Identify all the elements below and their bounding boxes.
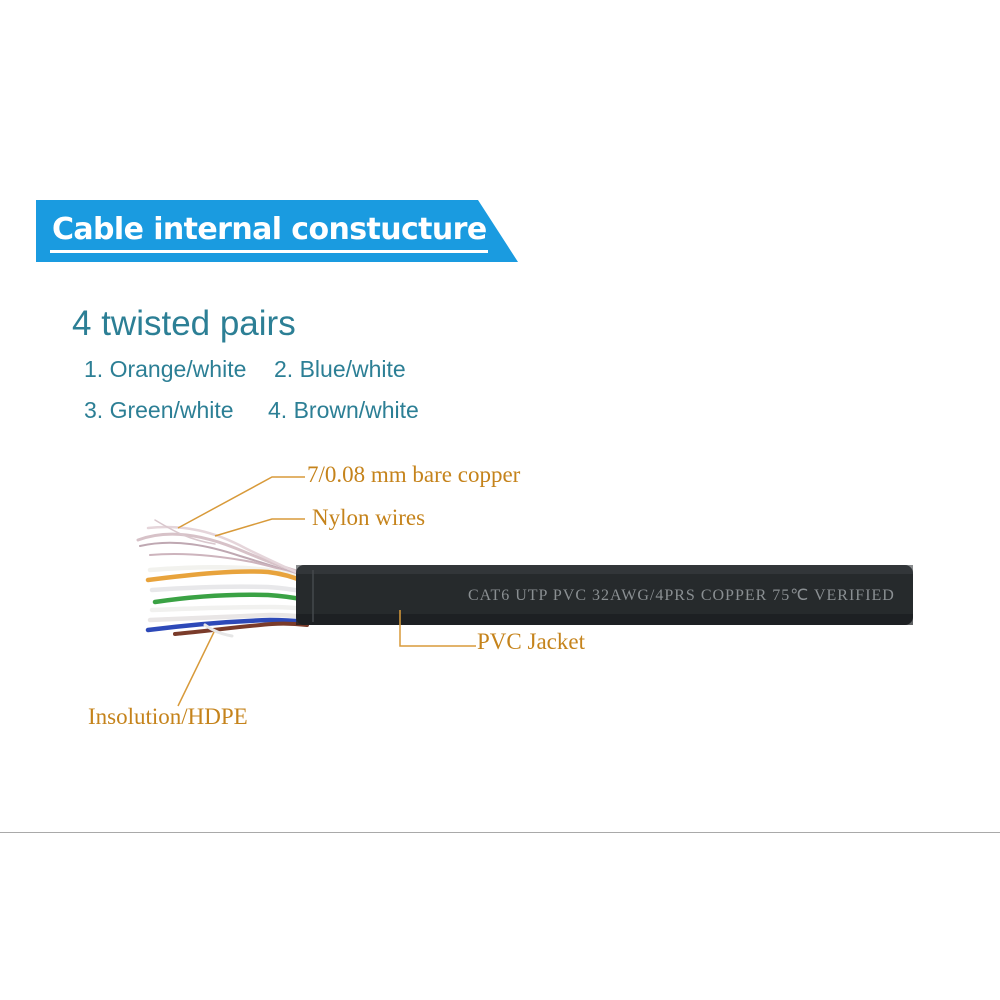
wire-green-white	[149, 604, 310, 613]
twisted-pairs	[145, 565, 310, 638]
bottom-divider	[0, 832, 1000, 833]
banner-shape	[36, 200, 518, 262]
pvc-jacket	[296, 565, 1000, 625]
callout-jacket: PVC Jacket	[477, 629, 585, 654]
wire-brown-white	[147, 612, 310, 623]
wire-blue-white	[149, 584, 309, 595]
banner-title: Cable internal constucture	[52, 212, 487, 247]
title-banner: Cable internal constucture	[36, 200, 518, 262]
leader-jacket	[399, 610, 476, 647]
wire-green	[152, 592, 309, 605]
leader-nylon	[214, 518, 305, 537]
wire-orange	[145, 569, 308, 585]
leader-copper	[177, 476, 305, 529]
nylon-wires	[136, 519, 302, 577]
callout-lines	[177, 476, 476, 707]
wire-blue	[145, 617, 310, 633]
callout-copper: 7/0.08 mm bare copper	[307, 462, 521, 487]
banner-underline	[50, 250, 488, 253]
pairs-heading: 4 twisted pairs	[72, 304, 296, 343]
pair-item-2: 2. Blue/white	[274, 356, 406, 382]
pair-item-4: 4. Brown/white	[268, 397, 419, 423]
pair-item-1: 1. Orange/white	[84, 356, 247, 382]
jacket-print: CAT6 UTP PVC 32AWG/4PRS COPPER 75℃ VERIF…	[468, 587, 895, 604]
callout-insulation: Insolution/HDPE	[88, 704, 248, 729]
leader-insulation	[177, 631, 215, 707]
callout-nylon: Nylon wires	[312, 505, 426, 530]
pair-item-3: 3. Green/white	[84, 397, 234, 423]
